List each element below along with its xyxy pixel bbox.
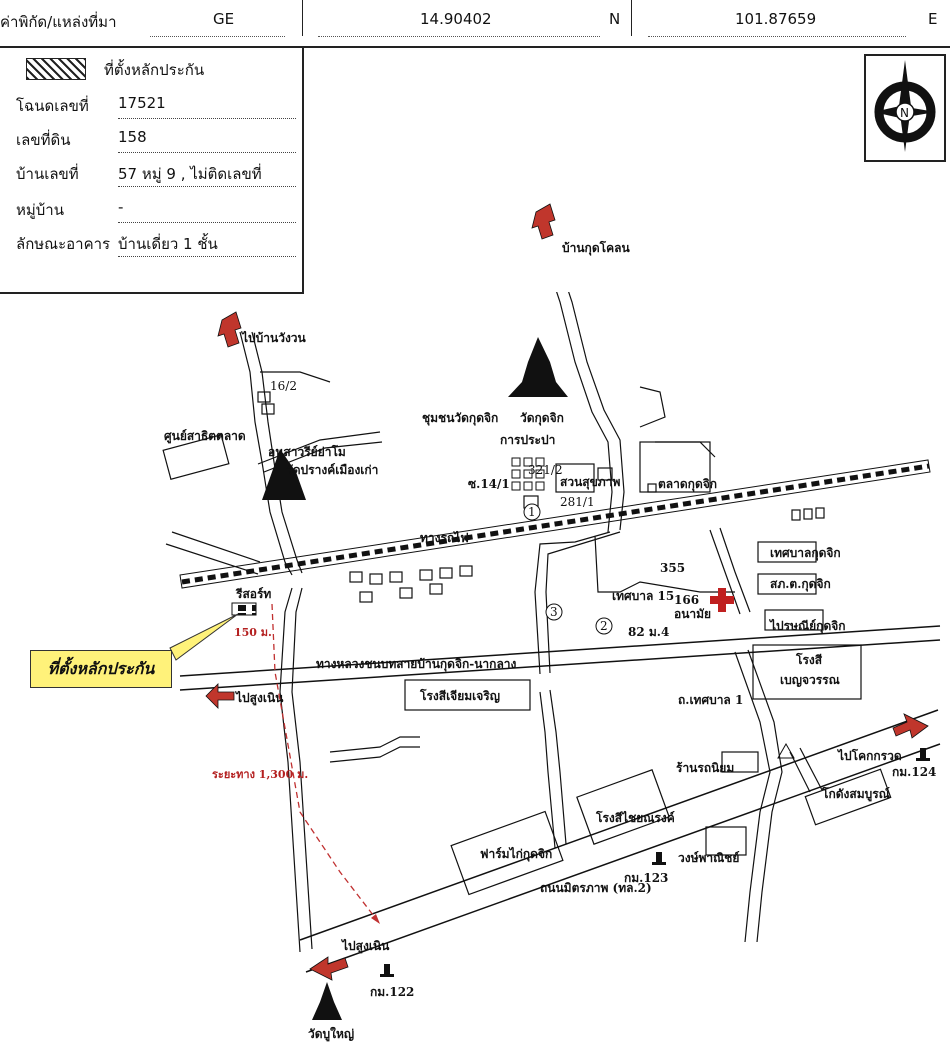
label-16-2: 16/2	[270, 379, 297, 393]
collateral-parcel	[169, 602, 257, 661]
source-underline	[150, 36, 285, 37]
label-82-m4: 82 ม.4	[628, 625, 669, 639]
rural-highway	[179, 625, 941, 691]
land-number-value: 158	[118, 128, 147, 146]
latitude-direction: N	[609, 10, 621, 28]
row-houses	[511, 457, 545, 491]
deed-number-value: 17521	[118, 94, 166, 112]
label-soi-14-1: ซ.14/1	[468, 477, 510, 491]
label-wat-prang: วัดปรางค์เมืองเก่า	[286, 463, 378, 477]
label-wat-kud-chik: วัดกุดจิก	[520, 411, 564, 426]
longitude-direction: E	[928, 10, 938, 28]
to-kud-khlon-arrow-icon	[531, 203, 556, 240]
health-center-icon	[710, 588, 734, 612]
label-park: สวนสุขภาพ	[560, 475, 620, 490]
label-police: สภ.ต.กุดจิก	[770, 577, 831, 592]
deed-number-label: โฉนดเลขที่	[16, 97, 89, 115]
label-monument: อนุสาวรีย์ย่าโม	[268, 444, 346, 460]
label-friendship-road: ถนนมิตรภาพ (ทล.2)	[540, 881, 652, 895]
route-marker-3: 3	[550, 605, 558, 619]
building-type-value: บ้านเดี่ยว 1 ชั้น	[118, 235, 218, 253]
direction-arrows	[205, 311, 929, 981]
label-wat-bu-yai: วัดบูใหญ่	[308, 1026, 354, 1042]
label-chumchon: ชุมชนวัดกุดจิก	[422, 411, 498, 426]
label-mill-ben-2: เบญจวรรณ	[780, 673, 840, 687]
label-mill-jiam: โรงสีเจียมเจริญ	[419, 688, 500, 703]
label-water-works: การประปา	[500, 433, 555, 447]
label-municipality: เทศบาลกุดจิก	[770, 546, 841, 561]
friendship-highway	[299, 709, 941, 973]
latitude-value: 14.90402	[420, 10, 492, 28]
temple-icons	[262, 337, 568, 1020]
latitude-underline	[318, 36, 600, 37]
railway	[179, 459, 931, 589]
label-railway: ทางรถไฟ	[420, 530, 469, 545]
label-rural-highway: ทางหลวงชนบทสายบ้านกุดจิก-นากลาง	[316, 657, 517, 672]
dotted-line	[118, 186, 296, 187]
location-map: 1 2 3 ไปบ้านวังวน 16/2 วัดกุดจิก ชุมชนวั…	[162, 292, 941, 1042]
label-market: ตลาดกุดจิก	[658, 477, 717, 492]
house-number-value: 57 หมู่ 9 , ไม่ติดเลขที่	[118, 165, 262, 183]
label-355: 355	[660, 561, 685, 575]
dotted-line	[118, 118, 296, 119]
dotted-line	[118, 222, 296, 223]
km-markers	[380, 748, 930, 977]
label-km124: กม.124	[892, 765, 936, 779]
source-value: GE	[213, 10, 235, 28]
label-resort: รีสอร์ท	[235, 587, 271, 601]
label-tesaban-1-road: ถ.เทศบาล 1	[678, 693, 743, 707]
label-farm: ฟาร์มไก่กุดจิก	[480, 846, 552, 862]
longitude-value: 101.87659	[735, 10, 817, 28]
label-wong: วงษ์พาณิชย์	[678, 851, 739, 865]
building-type-label: ลักษณะอาคาร	[16, 235, 111, 253]
compass-rose-icon: N	[874, 60, 936, 152]
label-281-1: 281/1	[560, 495, 595, 509]
dotted-line	[118, 152, 296, 153]
coordinates-header: ค่าพิกัด/แหล่งที่มา GE 14.90402 N 101.87…	[0, 0, 950, 48]
label-ban-kud-khlon: บ้านกุดโคลน	[562, 240, 630, 256]
label-shop-center: ศูนย์สาธิตตลาด	[164, 429, 246, 444]
label-ran-ronniyom: ร้านรถนิยม	[676, 761, 734, 775]
label-mill-ben: โรงสี	[795, 652, 823, 667]
north-compass: N	[864, 54, 946, 162]
label-to-wang-won: ไปบ้านวังวน	[240, 330, 307, 345]
collateral-callout: ที่ตั้งหลักประกัน	[30, 650, 172, 688]
route-marker-1: 1	[528, 505, 536, 519]
hatched-legend-swatch	[26, 58, 86, 80]
label-km122: กม.122	[370, 985, 414, 999]
longitude-underline	[648, 36, 906, 37]
triangle-marker	[777, 742, 795, 759]
label-mill-chai: โรงสีไชยณรงค์	[595, 810, 675, 825]
dotted-line	[118, 256, 296, 257]
compass-letter: N	[900, 106, 909, 120]
village-value: -	[118, 198, 124, 216]
label-to-sung-noen-1: ไปสูงเนิน	[234, 690, 284, 706]
label-166: 166	[674, 593, 699, 607]
label-health-center: อนามัย	[674, 607, 711, 621]
label-to-sung-noen-2: ไปสูงเนิน	[340, 938, 390, 954]
legend-label: ที่ตั้งหลักประกัน	[104, 61, 205, 79]
property-info-panel: ที่ตั้งหลักประกัน โฉนดเลขที่ 17521 เลขที…	[0, 46, 304, 294]
route-markers	[523, 503, 613, 635]
label-321-2: 321/2	[528, 463, 563, 477]
source-label: ค่าพิกัด/แหล่งที่มา	[0, 13, 117, 31]
land-number-label: เลขที่ดิน	[16, 131, 71, 149]
label-godang: โกดังสมบูรณ์	[821, 786, 890, 802]
label-post-office: ไปรษณีย์กุดจิก	[768, 618, 846, 634]
route-marker-2: 2	[600, 619, 608, 633]
local-roads	[165, 292, 823, 953]
buildings	[162, 391, 892, 896]
label-to-khok-kruat: ไปโคกกรวด	[836, 748, 902, 763]
label-km123: กม.123	[624, 871, 668, 885]
distance-line	[271, 603, 381, 925]
village-label: หมู่บ้าน	[16, 201, 64, 219]
north-road-overlay: บ้านกุดโคลน	[531, 203, 630, 256]
header-divider	[631, 0, 632, 36]
label-dist-1300: ระยะทาง 1,300 ม.	[212, 768, 308, 781]
label-dist-150: 150 ม.	[234, 626, 272, 639]
header-divider	[302, 0, 303, 36]
house-number-label: บ้านเลขที่	[16, 165, 79, 183]
label-tesaban-15: เทศบาล 15	[612, 589, 674, 603]
